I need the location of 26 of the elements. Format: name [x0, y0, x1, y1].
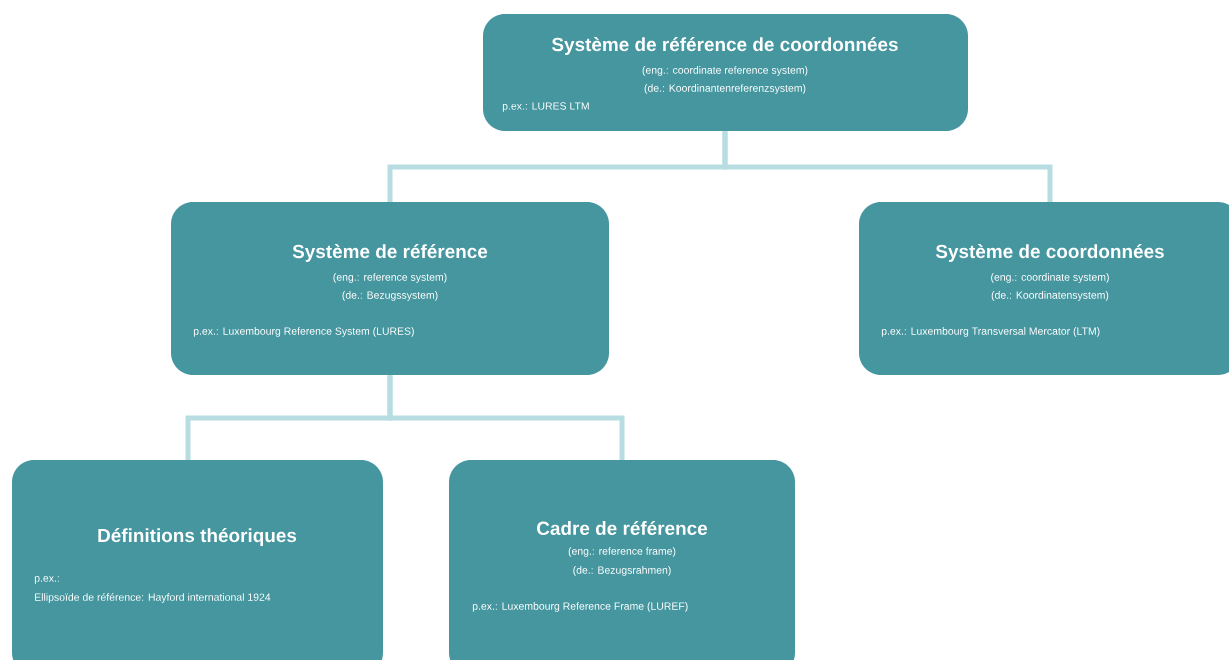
example-text: p.ex.: Luxembourg Transversal Mercator (LTM)	[881, 327, 1100, 337]
translation-text: (eng.: reference system)	[333, 273, 447, 283]
example-text: p.ex.: LURES LTM	[502, 102, 589, 112]
concept-box	[12, 460, 383, 660]
translation-text: (de.: Koordinantenreferenzsystem)	[644, 84, 806, 94]
box-title: Définitions théoriques	[98, 528, 297, 546]
example-text: p.ex.: Luxembourg Reference System (LURES)	[193, 327, 414, 337]
connector-line	[722, 131, 1053, 202]
translation-text: (de.: Koordinatensystem)	[991, 291, 1109, 301]
example-text: p.ex.:	[34, 576, 59, 584]
translation-text: (eng.: coordinate system)	[991, 273, 1109, 283]
concept-box	[449, 460, 795, 660]
concept-box	[483, 14, 968, 131]
translation-text: (de.: Bezugssystem)	[342, 291, 438, 301]
box-title: Système de référence	[292, 244, 488, 262]
example-text: Ellipsoïde de référence: Hayford international 1924	[35, 593, 271, 603]
box-title: Système de coordonnées	[935, 244, 1164, 262]
translation-text: (de.: Bezugsrahmen)	[573, 566, 671, 576]
concept-box	[859, 202, 1229, 375]
box-title: Système de référence de coordonnées	[551, 37, 898, 55]
box-title: Cadre de référence	[537, 520, 708, 536]
translation-text: (eng.: reference frame)	[568, 547, 676, 557]
example-text: p.ex.: Luxembourg Reference Frame (LUREF)	[472, 602, 688, 612]
concept-box	[171, 202, 609, 375]
connector-line	[387, 375, 625, 460]
translation-text: (eng.: coordinate reference system)	[642, 66, 808, 76]
